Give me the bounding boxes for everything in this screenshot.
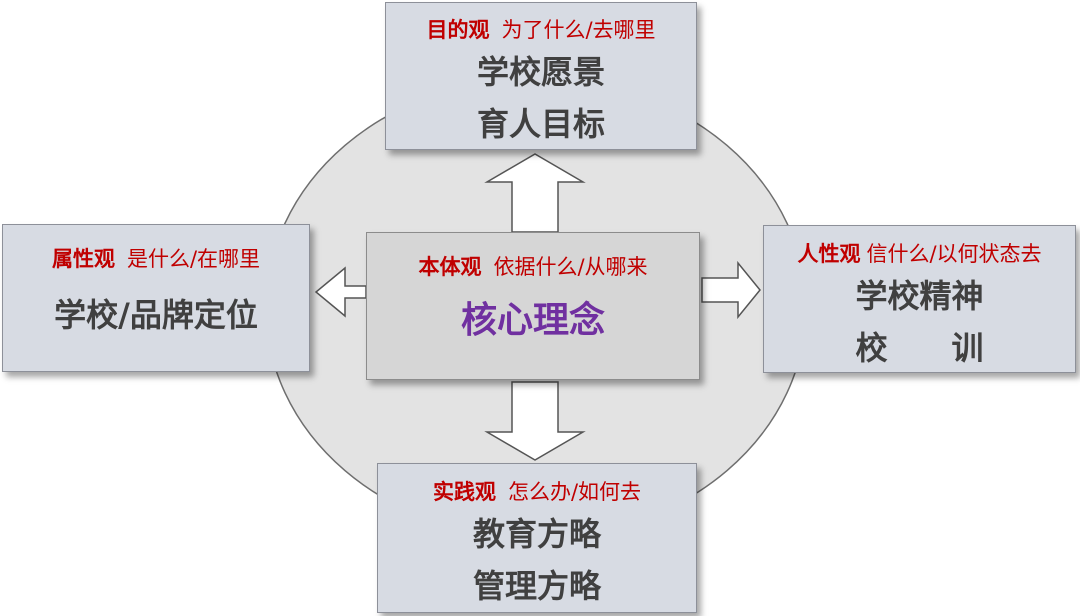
box-header: 实践观怎么办/如何去 [378,478,696,506]
content-line: 学校愿景 [476,53,605,91]
view-tag: 人性观 [797,242,861,266]
box-practice-view: 实践观怎么办/如何去 教育方略 管理方略 [377,463,697,613]
content-line: 学校精神 [855,277,984,315]
box-humanity-view: 人性观信什么/以何状态去 学校精神 校训 [763,225,1076,373]
box-ontology-view: 本体观依据什么/从哪来 核心理念 [366,232,700,380]
arrow-down [484,381,586,461]
content-line: 校训 [855,329,1048,367]
view-subtitle: 为了什么/去哪里 [501,18,656,42]
view-tag: 实践观 [432,480,496,504]
arrow-up [484,153,586,233]
box-header: 目的观为了什么/去哪里 [386,16,696,44]
box-header: 属性观是什么/在哪里 [3,245,309,273]
view-subtitle: 依据什么/从哪来 [493,255,648,279]
arrow-left [314,266,367,318]
core-concept: 核心理念 [460,300,605,341]
content-line: 学校/品牌定位 [54,296,258,334]
content-line: 管理方略 [472,567,601,605]
view-subtitle: 是什么/在哪里 [126,247,261,271]
box-header: 人性观信什么/以何状态去 [764,240,1075,268]
view-tag: 本体观 [418,255,482,279]
content-line: 育人目标 [476,105,605,143]
box-header: 本体观依据什么/从哪来 [367,253,699,281]
view-subtitle: 信什么/以何状态去 [866,242,1042,266]
content-line: 教育方略 [472,515,601,553]
box-purpose-view: 目的观为了什么/去哪里 学校愿景 育人目标 [385,2,697,150]
view-tag: 属性观 [51,247,115,271]
view-tag: 目的观 [426,18,490,42]
view-subtitle: 怎么办/如何去 [507,480,642,504]
arrow-right [701,260,761,320]
box-attribute-view: 属性观是什么/在哪里 学校/品牌定位 [2,224,310,372]
